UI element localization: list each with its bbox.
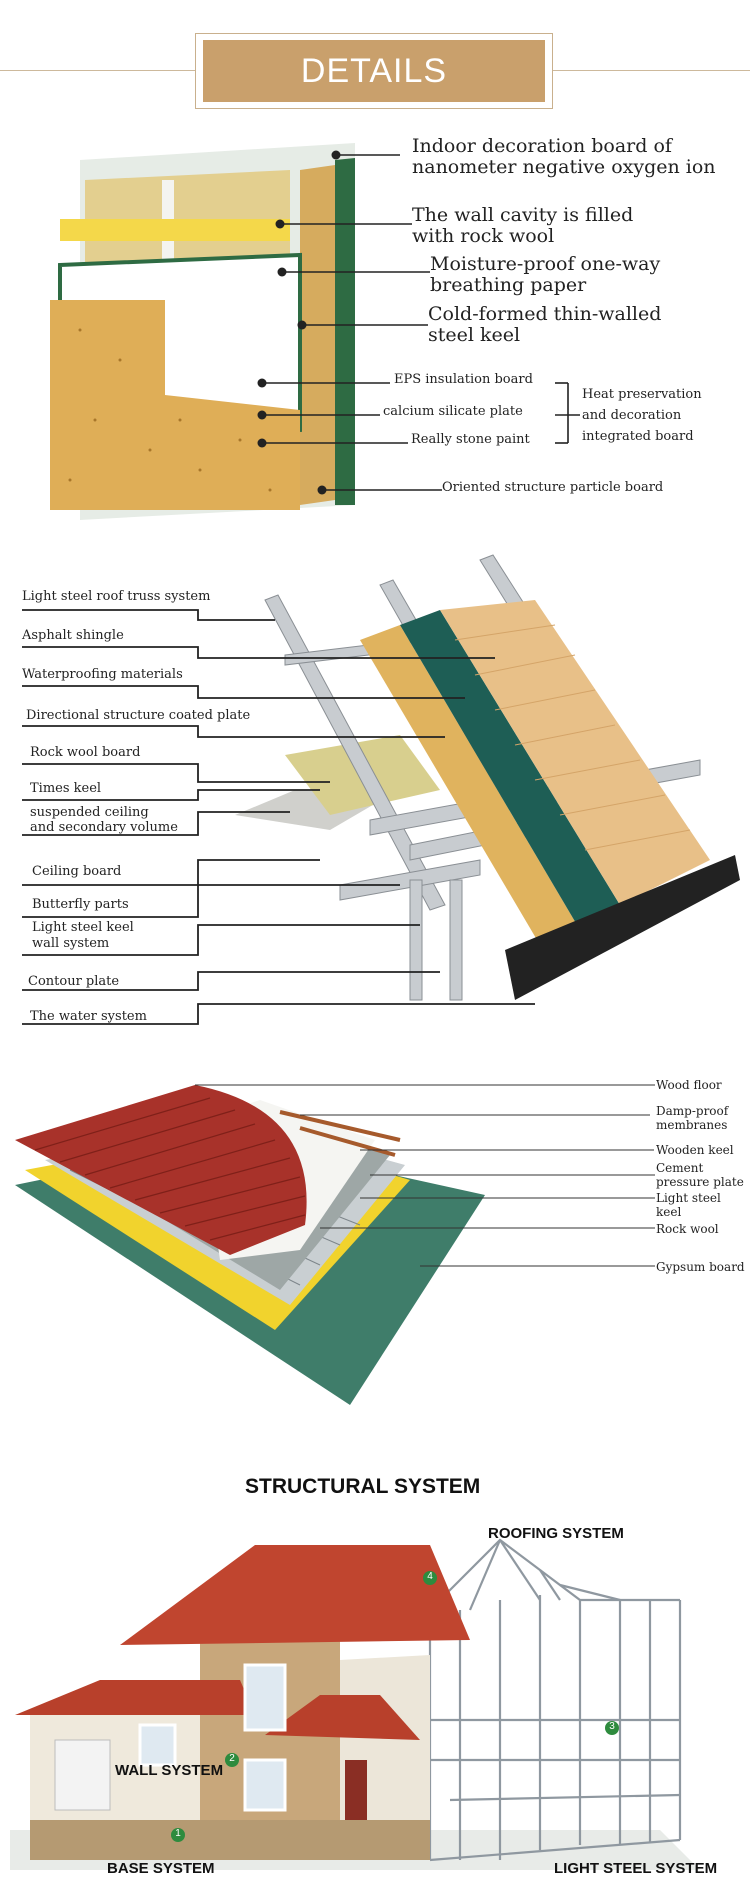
floor-label-wood-floor: Wood floor (656, 1078, 722, 1092)
wall-leader-lines (262, 154, 580, 491)
floor-wood-floor (15, 1085, 307, 1255)
wall-label-indoor-board-2: nanometer negative oxygen ion (412, 156, 716, 178)
house-main-roof (120, 1545, 470, 1645)
floor-label-damp-proof-2: membranes (656, 1118, 728, 1132)
floor-label-cement-2: pressure plate (656, 1175, 744, 1189)
wall-label-steel-keel-2: steel keel (428, 324, 521, 346)
wall-label-heat-preservation-1: Heat preservation (582, 387, 702, 402)
house-front-door (345, 1760, 367, 1820)
floor-plank-lines (34, 1097, 306, 1241)
roofing-system-label: ROOFING SYSTEM (488, 1525, 624, 1542)
roof-waterproofing (400, 610, 620, 930)
wall-system-label: WALL SYSTEM (115, 1762, 224, 1779)
floor-section-illustration (15, 1084, 655, 1405)
structural-system-title: STRUCTURAL SYSTEM (245, 1475, 481, 1498)
roof-leader-lines (22, 609, 535, 1025)
details-title: DETAILS (300, 51, 448, 90)
floor-label-cement-1: Cement (656, 1161, 704, 1175)
wall-section-illustration (50, 143, 580, 520)
floor-label-rock-wool: Rock wool (656, 1222, 719, 1236)
details-header-box: DETAILS (203, 40, 545, 102)
roof-label-waterproofing: Waterproofing materials (22, 667, 183, 682)
details-header: DETAILS (195, 33, 553, 109)
roof-label-contour-plate: Contour plate (28, 974, 120, 989)
wall-stone-paint (50, 300, 300, 510)
light-steel-system-label: LIGHT STEEL SYSTEM (554, 1860, 718, 1877)
house-porch-roof (265, 1695, 420, 1740)
wall-label-steel-keel-1: Cold-formed thin-walled (428, 303, 662, 325)
header-rule-right (553, 70, 750, 71)
house-left-roof (15, 1680, 255, 1715)
roof-shingle-lines (454, 624, 691, 851)
house-markers (171, 1571, 619, 1842)
roof-label-suspended-ceiling-1: suspended ceiling (30, 805, 149, 820)
wall-label-rock-wool-2: with rock wool (412, 225, 555, 247)
floor-leader-lines (195, 1084, 655, 1267)
wall-stone-texture (68, 328, 272, 492)
house-garage-door (54, 1739, 111, 1811)
wall-label-heat-preservation-2: and decoration (582, 408, 682, 423)
floor-label-gypsum-board: Gypsum board (656, 1260, 745, 1274)
header-rule-left (0, 70, 195, 71)
wall-label-rock-wool-1: The wall cavity is filled (412, 204, 634, 226)
wall-leader-dots (257, 150, 341, 495)
wall-label-breathing-paper-1: Moisture-proof one-way (430, 253, 661, 275)
roof-section-illustration (22, 554, 740, 1025)
wall-osb (300, 165, 335, 505)
roof-label-rock-wool-board: Rock wool board (30, 745, 141, 760)
roof-label-coated-plate: Directional structure coated plate (26, 708, 251, 723)
roof-asphalt-shingle (440, 600, 710, 905)
floor-label-damp-proof-1: Damp-proof (656, 1104, 729, 1118)
roof-label-suspended-ceiling-2: and secondary volume (30, 820, 178, 835)
roof-label-wall-keel-1: Light steel keel (32, 920, 134, 935)
floor-label-wooden-keel: Wooden keel (656, 1143, 734, 1157)
house-steel-frame (428, 1538, 682, 1862)
house-arched-window (243, 1663, 287, 1732)
wall-label-stone-paint: Really stone paint (411, 432, 530, 447)
marker-2: 2 (229, 1753, 235, 1764)
house-side-window (138, 1723, 177, 1767)
base-system-label: BASE SYSTEM (107, 1860, 215, 1877)
wall-label-breathing-paper-2: breathing paper (430, 274, 587, 296)
roof-label-ceiling-board: Ceiling board (32, 864, 122, 879)
house-lower-window (243, 1758, 287, 1812)
wall-label-calcium-silicate: calcium silicate plate (383, 404, 523, 419)
floor-label-light-steel-2: keel (656, 1205, 682, 1219)
roof-label-water-system: The water system (30, 1009, 147, 1024)
floor-label-light-steel-1: Light steel (656, 1191, 721, 1205)
wall-label-eps: EPS insulation board (394, 372, 533, 387)
roof-label-wall-keel-2: wall system (32, 936, 110, 951)
wall-label-indoor-board-1: Indoor decoration board of (412, 135, 672, 157)
wall-yellow-band (60, 219, 290, 241)
wall-label-heat-preservation-3: integrated board (582, 429, 694, 444)
wall-label-osb: Oriented structure particle board (442, 480, 664, 495)
roof-label-truss: Light steel roof truss system (22, 589, 211, 604)
roof-label-butterfly-parts: Butterfly parts (32, 897, 129, 912)
roof-label-shingle: Asphalt shingle (22, 628, 124, 643)
marker-3: 3 (609, 1721, 615, 1732)
roof-osb-deck (360, 625, 580, 945)
wall-green-paper (335, 158, 355, 505)
house-stone-base (30, 1820, 430, 1860)
marker-1: 1 (175, 1828, 181, 1839)
marker-4: 4 (427, 1571, 433, 1582)
roof-label-times-keel: Times keel (30, 781, 102, 796)
roof-gutter (505, 855, 740, 1000)
